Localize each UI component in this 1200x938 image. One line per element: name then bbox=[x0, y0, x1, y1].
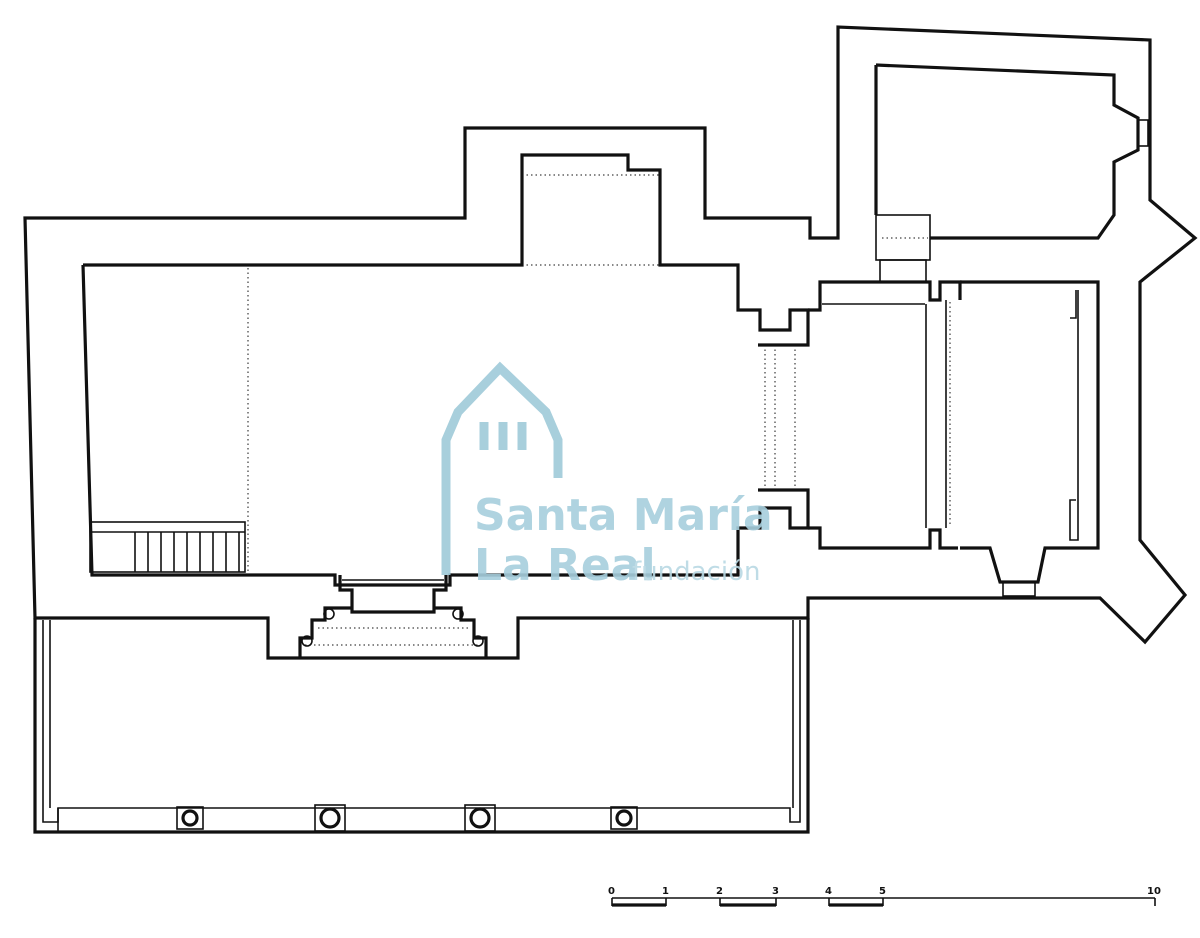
scale-label-3: 3 bbox=[772, 886, 779, 897]
portico-column-1 bbox=[176, 806, 204, 830]
portico-column-4 bbox=[610, 806, 638, 830]
scale-label-1: 1 bbox=[662, 886, 669, 897]
watermark-line1: Santa María bbox=[474, 490, 773, 541]
nave bbox=[81, 153, 810, 587]
watermark-logo: Santa María La Real fundación bbox=[441, 361, 773, 591]
portico bbox=[33, 618, 810, 834]
portico-column-3 bbox=[464, 804, 496, 832]
watermark-line3: fundación bbox=[632, 557, 760, 587]
apse bbox=[960, 280, 1100, 597]
sacristy bbox=[874, 63, 1149, 283]
scale-label-10: 10 bbox=[1147, 886, 1161, 897]
scale-label-2: 2 bbox=[716, 886, 723, 897]
chancel bbox=[764, 280, 962, 550]
scale-bar: 0 1 2 3 4 5 10 bbox=[608, 886, 1161, 907]
portico-column-2 bbox=[314, 804, 346, 832]
scale-label-5: 5 bbox=[879, 886, 886, 897]
outer-wall bbox=[23, 25, 1198, 660]
scale-label-4: 4 bbox=[825, 886, 832, 897]
church-outline-icon bbox=[441, 361, 563, 575]
scale-label-0: 0 bbox=[608, 886, 615, 897]
south-portal bbox=[298, 575, 488, 658]
watermark-line2: La Real bbox=[474, 540, 656, 591]
